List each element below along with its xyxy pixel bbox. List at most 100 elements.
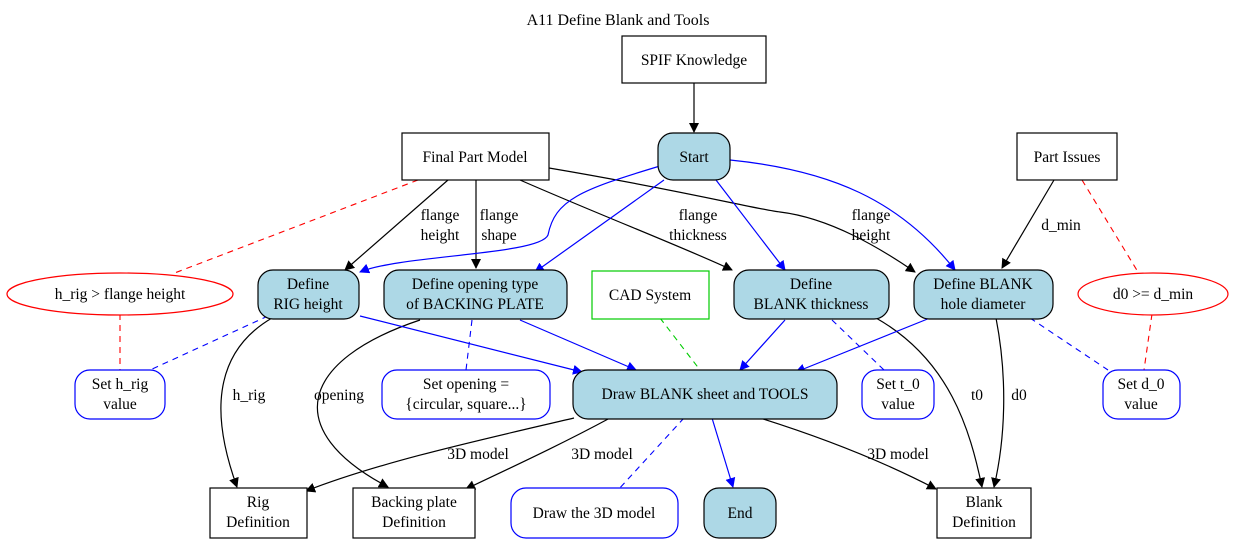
- node-label: h_rig > flange height: [55, 286, 186, 303]
- label-line: Backing plate: [371, 494, 457, 511]
- edge-label: d_min: [1041, 217, 1081, 234]
- label-line: BLANK thickness: [754, 296, 869, 313]
- label-line: {circular, square...}: [405, 396, 526, 413]
- edge-label: 3D model: [447, 446, 509, 463]
- node-draw-blank-tools[interactable]: Draw BLANK sheet and TOOLS: [572, 369, 838, 420]
- label-line: Set t_0: [876, 376, 920, 393]
- label-line: value: [1124, 396, 1158, 413]
- label-line: t0: [971, 387, 983, 404]
- node-set-opening[interactable]: Set opening = {circular, square...}: [381, 369, 551, 420]
- label-line: h_rig: [233, 387, 266, 404]
- label-line: Blank: [965, 494, 1002, 511]
- label-line: Define opening type: [412, 276, 539, 293]
- node-draw-3d-model[interactable]: Draw the 3D model: [510, 487, 679, 539]
- label-line: d0 >= d_min: [1113, 286, 1194, 303]
- edge-start-to-hole: [729, 159, 956, 271]
- edge-start-to-rig-height: [359, 165, 661, 274]
- label-line: 3D model: [571, 446, 633, 463]
- label-line: End: [728, 505, 753, 522]
- edge-finalpart-to-hole: [548, 167, 916, 273]
- node-spif-knowledge[interactable]: SPIF Knowledge: [621, 35, 767, 84]
- node-d0-constraint[interactable]: d0 >= d_min: [1077, 272, 1229, 316]
- node-label: End: [728, 505, 753, 522]
- label-line: thickness: [669, 227, 727, 244]
- dash-partissues-to-d0-constraint: [1081, 179, 1139, 273]
- node-end[interactable]: End: [703, 487, 777, 539]
- node-part-issues[interactable]: Part Issues: [1016, 132, 1118, 181]
- label-line: Define: [287, 276, 329, 293]
- node-cad-system[interactable]: CAD System: [591, 270, 710, 320]
- edge-draw-to-end: [711, 417, 736, 488]
- label-line: Definition: [952, 514, 1016, 531]
- node-label: Part Issues: [1034, 149, 1101, 166]
- node-start[interactable]: Start: [657, 132, 731, 181]
- label-line: Set opening =: [423, 376, 509, 393]
- node-define-opening-type[interactable]: Define opening type of BACKING PLATE: [383, 269, 568, 320]
- diagram-title: A11 Define Blank and Tools: [527, 12, 710, 29]
- node-final-part-model[interactable]: Final Part Model: [401, 132, 550, 181]
- edge-thickness-to-blank-def: [875, 317, 986, 488]
- edge-rig-height-to-rig-def: [220, 317, 273, 488]
- label-line: SPIF Knowledge: [641, 52, 747, 69]
- label-line: Set d_0: [1118, 376, 1165, 393]
- label-line: 3D model: [867, 446, 929, 463]
- edge-label: t0: [971, 387, 983, 404]
- dash-finalpart-to-hrig-constraint: [171, 179, 419, 275]
- edge-hole-to-blank-def: [991, 317, 1005, 488]
- edge-label: opening: [314, 387, 364, 404]
- label-line: Part Issues: [1034, 149, 1101, 166]
- label-line: flange: [421, 207, 460, 224]
- label-line: Definition: [226, 514, 290, 531]
- edge-label: 3D model: [571, 446, 633, 463]
- dash-draw-to-3d-model: [617, 417, 685, 491]
- edge-thickness-to-draw: [739, 319, 786, 371]
- dash-thickness-to-set-t0: [831, 319, 885, 371]
- label-line: RIG height: [273, 296, 343, 313]
- label-line: of BACKING PLATE: [406, 296, 544, 313]
- node-label: SPIF Knowledge: [641, 52, 747, 69]
- label-line: Set h_rig: [92, 376, 149, 393]
- label-line: d0: [1011, 387, 1027, 404]
- label-line: Draw BLANK sheet and TOOLS: [602, 386, 809, 403]
- edge-label: 3D model: [867, 446, 929, 463]
- label-line: Define BLANK: [933, 276, 1033, 293]
- label-line: 3D model: [447, 446, 509, 463]
- label-line: value: [103, 396, 137, 413]
- edge-start-to-opening: [534, 179, 665, 273]
- label-line: Rig: [247, 494, 270, 511]
- node-label: Draw BLANK sheet and TOOLS: [602, 386, 809, 403]
- edge-opening-to-backing-def: [316, 319, 421, 488]
- node-label: Set opening = {circular, square...}: [405, 376, 526, 413]
- dash-rig-height-to-set-hrig: [149, 315, 269, 371]
- label-line: Final Part Model: [422, 149, 527, 166]
- node-label: Draw the 3D model: [533, 505, 656, 522]
- node-h-rig-constraint[interactable]: h_rig > flange height: [6, 272, 234, 316]
- edge-draw-to-blank-def: [759, 417, 937, 490]
- label-line: Define: [790, 276, 832, 293]
- label-line: d_min: [1041, 217, 1081, 234]
- edge-partissues-to-hole: [1001, 179, 1055, 269]
- label-line: h_rig > flange height: [55, 286, 186, 303]
- edge-opening-to-draw: [519, 319, 637, 372]
